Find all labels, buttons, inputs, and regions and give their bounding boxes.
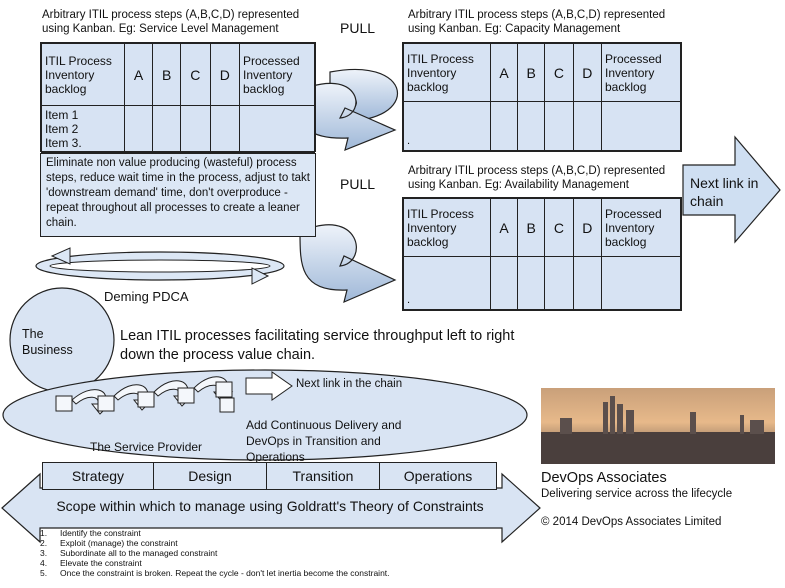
constraint-step: 4. Elevate the constraint — [40, 558, 390, 568]
city-photo — [541, 388, 775, 464]
mini-chain — [55, 376, 235, 415]
next-link-label: Next link in chain — [690, 175, 759, 209]
company-name: DevOps Associates — [541, 470, 667, 486]
constraint-step: 2. Exploit (manage) the constraint — [40, 538, 390, 548]
step-text: Once the constraint is broken. Repeat th… — [60, 568, 390, 578]
board-2-caption: Arbitrary ITIL process steps (A,B,C,D) r… — [408, 9, 666, 35]
board-1-step-a: A — [123, 43, 154, 106]
pull-arrowhead-2 — [299, 224, 397, 304]
board-3-items: . — [403, 256, 491, 310]
kanban-board-2: ITIL Process Inventory backlog A B C D P… — [402, 42, 682, 152]
step-number: 1. — [40, 528, 48, 538]
constraint-step: 5. Once the constraint is broken. Repeat … — [40, 568, 390, 578]
board-2-step-b: B — [517, 43, 546, 102]
step-number: 4. — [40, 558, 48, 568]
board-1-item-2: Item 2 — [45, 122, 79, 136]
board-3-backlog: ITIL Process Inventory backlog — [403, 198, 491, 257]
board-1-step-c: C — [180, 43, 211, 106]
board-1-item-3: Item 3. — [45, 136, 82, 150]
board-3-step-a: A — [489, 198, 519, 257]
board-3-cell — [601, 256, 681, 310]
board-3-step-d: D — [572, 198, 603, 257]
phase-design: Design — [153, 462, 267, 490]
business-label: The Business — [22, 327, 73, 357]
step-number: 5. — [40, 568, 48, 578]
board-1-cell — [123, 105, 154, 153]
board-3-caption: Arbitrary ITIL process steps (A,B,C,D) r… — [408, 165, 666, 191]
copyright: © 2014 DevOps Associates Limited — [541, 516, 722, 528]
step-text: Elevate the constraint — [60, 558, 142, 568]
board-3-cell — [572, 256, 603, 310]
board-1-backlog: ITIL Process Inventory backlog — [41, 43, 125, 106]
constraint-steps: 1. Identify the constraint 2. Exploit (man… — [40, 528, 390, 578]
board-3-processed: Processed Inventory backlog — [601, 198, 681, 257]
board-2-step-a: A — [489, 43, 519, 102]
board-2-cell — [544, 101, 574, 151]
phase-transition: Transition — [266, 462, 380, 490]
chain-next-label: Next link in the chain — [296, 378, 403, 390]
lean-title: Lean ITIL processes facilitating service… — [120, 328, 515, 363]
step-text: Exploit (manage) the constraint — [60, 538, 178, 548]
board-2-backlog: ITIL Process Inventory backlog — [403, 43, 491, 102]
board-2-processed: Processed Inventory backlog — [601, 43, 681, 102]
board-1-caption: Arbitrary ITIL process steps (A,B,C,D) r… — [42, 9, 300, 35]
continuous-delivery-note: Add Continuous Delivery and DevOps in Tr… — [246, 418, 402, 464]
kanban-board-1: ITIL Process Inventory backlog A B C D P… — [40, 42, 316, 153]
service-provider-label: The Service Provider — [90, 440, 203, 454]
board-1-step-d: D — [209, 43, 241, 106]
scope-double-arrow — [1, 472, 541, 544]
board-1-processed: Processed Inventory backlog — [239, 43, 315, 106]
board-1-item-1: Item 1 — [45, 108, 79, 122]
board-1-cell — [152, 105, 182, 153]
constraint-step: 1. Identify the constraint — [40, 528, 390, 538]
step-number: 2. — [40, 538, 48, 548]
deming-ring-inner — [49, 259, 271, 273]
board-3-cell — [489, 256, 519, 310]
deming-label: Deming PDCA — [104, 289, 189, 304]
pull-label-2: PULL — [340, 176, 376, 192]
board-3-cell — [517, 256, 546, 310]
constraint-step: 3. Subordinate all to the managed constra… — [40, 548, 390, 558]
phase-strategy: Strategy — [42, 462, 154, 490]
board-3-step-b: B — [517, 198, 546, 257]
scope-label: Scope within which to manage using Goldr… — [56, 498, 484, 514]
phase-operations: Operations — [379, 462, 497, 490]
pull-label-1: PULL — [340, 20, 376, 36]
company-tagline: Delivering service across the lifecycle — [541, 488, 733, 500]
board-2-step-c: C — [544, 43, 574, 102]
step-text: Subordinate all to the managed constrain… — [60, 548, 218, 558]
chain-next-arrow — [245, 371, 293, 401]
step-text: Identify the constraint — [60, 528, 141, 538]
board-1-cell — [239, 105, 315, 153]
board-3-step-c: C — [544, 198, 574, 257]
kanban-board-3: ITIL Process Inventory backlog A B C D P… — [402, 197, 682, 311]
step-number: 3. — [40, 548, 48, 558]
board-2-items: . — [403, 101, 491, 151]
board-2-cell — [517, 101, 546, 151]
board-2-step-d: D — [572, 43, 603, 102]
next-link-arrow — [682, 135, 781, 244]
board-3-cell — [544, 256, 574, 310]
deming-arrow-tip-left — [50, 247, 71, 265]
board-1-items: Item 1 Item 2 Item 3. — [41, 105, 125, 153]
board-1-step-b: B — [152, 43, 182, 106]
board-1-cell — [209, 105, 241, 153]
board-2-cell — [572, 101, 603, 151]
deming-arrow-tip-right — [251, 267, 270, 285]
board-2-cell — [601, 101, 681, 151]
board-1-cell — [180, 105, 211, 153]
lean-note: Eliminate non value producing (wasteful)… — [40, 153, 316, 237]
board-2-cell — [489, 101, 519, 151]
